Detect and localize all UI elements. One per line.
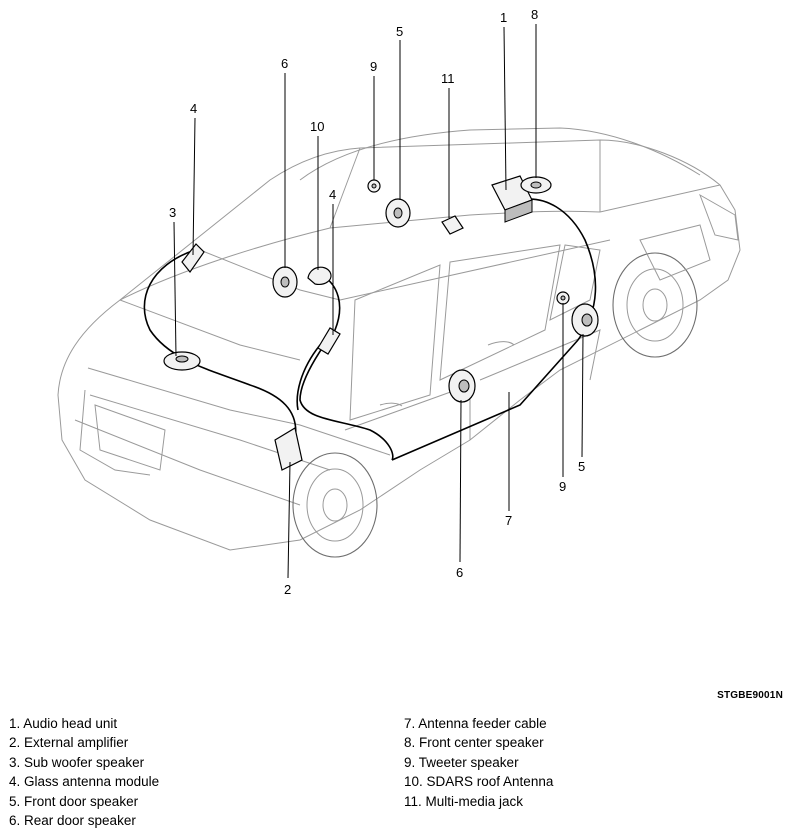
callout-2: 2 [284, 582, 291, 597]
callout-10: 10 [310, 119, 324, 134]
callout-9-upper: 9 [370, 59, 377, 74]
legend-item-3: 3. Sub woofer speaker [9, 754, 145, 770]
legend-item-9: 9. Tweeter speaker [404, 754, 519, 770]
figure-code: STGBE9001N [717, 690, 783, 701]
callout-7: 7 [505, 513, 512, 528]
legend-item-2: 2. External amplifier [9, 735, 129, 751]
leader-lines [173, 24, 584, 579]
legend-left-column: 1. Audio head unit 2. External amplifier… [9, 714, 159, 830]
callout-3: 3 [169, 205, 176, 220]
callout-4-right: 4 [329, 187, 336, 202]
callouts: 1 8 5 9 11 6 10 4 4 3 2 6 7 5 9 [169, 7, 585, 597]
callout-1: 1 [500, 10, 507, 25]
callout-5-upper: 5 [396, 24, 403, 39]
multi-media-jack [441, 215, 464, 235]
callout-11: 11 [441, 71, 455, 86]
callout-9-lower: 9 [559, 479, 566, 494]
components [163, 175, 599, 471]
front-center-speaker [520, 176, 552, 194]
callout-8: 8 [531, 7, 538, 22]
legend-item-11: 11. Multi-media jack [404, 793, 524, 809]
car-audio-diagram: 1 8 5 9 11 6 10 4 4 3 2 6 7 5 9 [57, 7, 741, 597]
callout-6-lower: 6 [456, 565, 463, 580]
sub-woofer-speaker [163, 351, 201, 371]
front-door-speaker-upper [385, 198, 411, 228]
rear-door-speaker-side [448, 369, 476, 403]
tweeter-speaker-upper [367, 179, 381, 193]
legend-right-column: 7. Antenna feeder cable 8. Front center … [404, 714, 553, 811]
callout-6-upper: 6 [281, 56, 288, 71]
legend-item-4: 4. Glass antenna module [9, 774, 160, 790]
legend-item-6: 6. Rear door speaker [9, 813, 136, 829]
legend-item-5: 5. Front door speaker [9, 793, 139, 809]
legend-item-1: 1. Audio head unit [9, 716, 118, 731]
legend-item-10: 10. SDARS roof Antenna [404, 774, 554, 790]
glass-antenna-module-left [181, 243, 205, 274]
glass-antenna-module-right [317, 327, 341, 355]
legend-item-7: 7. Antenna feeder cable [404, 716, 547, 731]
external-amplifier [274, 427, 303, 471]
tweeter-speaker-side [556, 291, 570, 305]
callout-5-lower: 5 [578, 459, 585, 474]
legend-item-8: 8. Front center speaker [404, 735, 544, 751]
callout-4-left: 4 [190, 101, 197, 116]
sdars-roof-antenna [307, 266, 332, 285]
front-door-speaker-side [571, 303, 599, 337]
car-body [57, 127, 741, 558]
rear-door-speaker-upper [272, 266, 298, 298]
